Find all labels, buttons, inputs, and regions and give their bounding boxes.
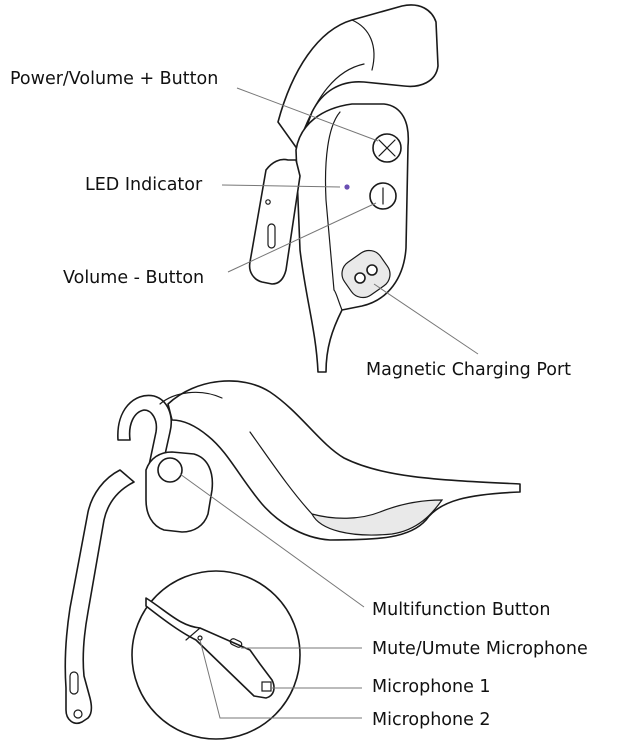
- minus-button-icon[interactable]: [369, 182, 397, 210]
- control-housing: [295, 103, 410, 373]
- leader-volume-down: [227, 202, 377, 273]
- led-indicator-dot: [344, 184, 350, 190]
- label-volume-down: Volume - Button: [63, 268, 204, 288]
- leader-charging-port: [373, 283, 479, 355]
- top-boom-arm: [248, 158, 301, 285]
- label-microphone-2: Microphone 2: [372, 710, 491, 730]
- label-power-volume-up: Power/Volume + Button: [10, 69, 218, 89]
- top-headset-illustration: [248, 4, 439, 373]
- label-led-indicator: LED Indicator: [85, 175, 203, 195]
- labels: Power/Volume + Button LED Indicator Volu…: [10, 69, 588, 730]
- top-ear-hook: [277, 4, 439, 151]
- label-magnetic-charging-port: Magnetic Charging Port: [366, 360, 571, 380]
- label-microphone-1: Microphone 1: [372, 677, 491, 697]
- leader-power-volume-up: [236, 87, 379, 142]
- magnetic-port-icon: [341, 249, 391, 299]
- label-multifunction-button: Multifunction Button: [372, 600, 550, 620]
- bottom-headset-illustration: [64, 380, 521, 725]
- microphone-inset: [131, 570, 301, 740]
- leader-mic2: [199, 639, 362, 719]
- plus-button-icon[interactable]: [372, 133, 402, 163]
- leader-led: [221, 184, 341, 188]
- leader-multifunction: [179, 473, 365, 608]
- multifunction-button-icon[interactable]: [157, 457, 183, 483]
- leader-lines: [179, 87, 479, 719]
- neck-band: [167, 380, 521, 541]
- boom-arm: [64, 469, 135, 725]
- label-mute-microphone: Mute/Umute Microphone: [372, 639, 588, 659]
